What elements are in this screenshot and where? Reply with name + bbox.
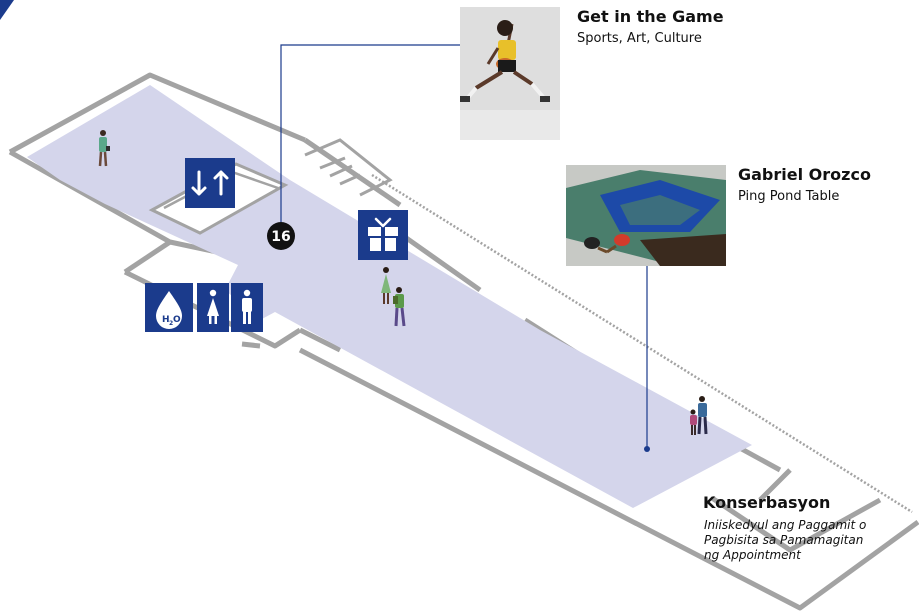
floor-area — [27, 85, 752, 508]
exhibit-subtitle-get-in-the-game: Sports, Art, Culture — [577, 31, 702, 46]
water-label-sub: 2 — [169, 320, 173, 327]
exhibit-subtitle-ping-pond-table: Ping Pond Table — [738, 189, 840, 204]
water-fountain-icon[interactable]: H 2 O — [145, 283, 193, 332]
gift-shop-icon[interactable] — [358, 210, 408, 260]
leader-line-game — [280, 44, 460, 222]
conservation-title: Konserbasyon — [703, 493, 831, 512]
person-figure-pair — [690, 396, 708, 435]
person-figure-woman — [381, 267, 391, 304]
corner-accent — [0, 0, 14, 20]
conservation-line-1: Iniiskedyul ang Paggamit o — [704, 518, 867, 532]
ping-pond-table-photo[interactable] — [566, 165, 726, 266]
marker-number: 16 — [271, 229, 290, 245]
water-label-end: O — [173, 315, 181, 325]
conservation-line-2: Pagbisita sa Pamamagitan — [704, 533, 864, 547]
exhibit-title-gabriel-orozco: Gabriel Orozco — [738, 165, 871, 184]
mens-restroom-icon[interactable] — [231, 283, 263, 332]
exhibit-title-get-in-the-game: Get in the Game — [577, 7, 724, 26]
orozco-location-dot — [644, 446, 650, 452]
womens-restroom-icon[interactable] — [197, 283, 229, 332]
elevator-icon[interactable] — [185, 158, 235, 208]
person-figure-backpack — [393, 287, 406, 327]
conservation-line-3: ng Appointment — [704, 548, 801, 562]
get-in-the-game-photo[interactable] — [460, 7, 560, 140]
stairs — [304, 138, 393, 197]
location-marker-16[interactable]: 16 — [267, 222, 295, 250]
water-label: H — [162, 315, 170, 325]
person-figure-left — [98, 130, 110, 167]
